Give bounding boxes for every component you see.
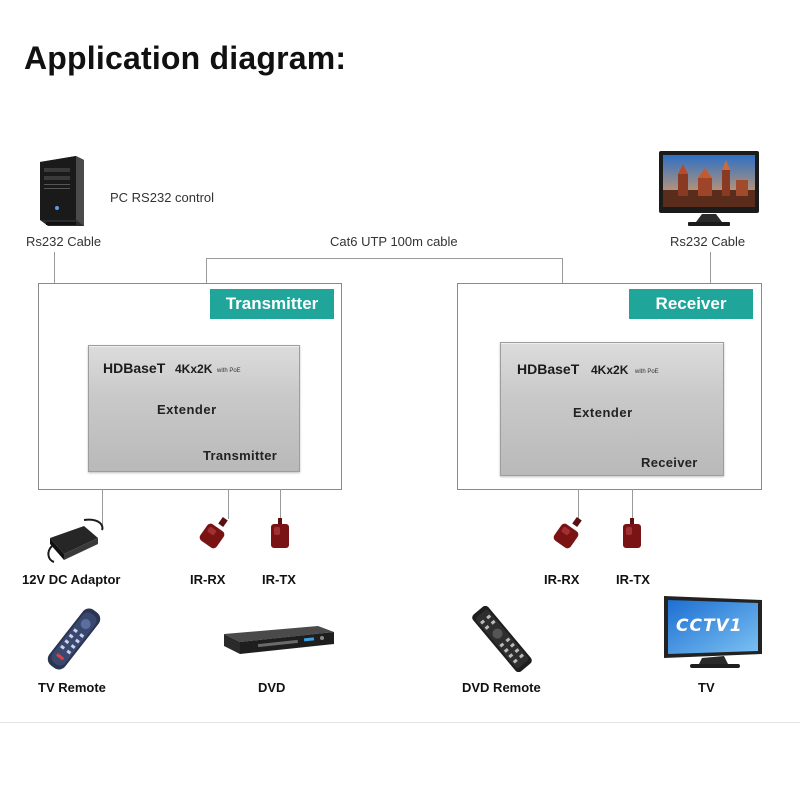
- cat6-line-horizontal: [206, 258, 563, 259]
- page-title: Application diagram:: [24, 40, 347, 76]
- rx-ir-tx-label: IR-TX: [616, 572, 650, 587]
- tv-remote-label: TV Remote: [38, 680, 106, 695]
- transmitter-extender: Extender: [157, 402, 217, 417]
- rx-ir-rx-label: IR-RX: [544, 572, 580, 587]
- tx-ir-tx-line: [280, 489, 281, 519]
- tx-ir-receiver-icon: [199, 517, 228, 549]
- dvd-label: DVD: [258, 680, 286, 695]
- receiver-poe: with PoE: [635, 369, 659, 375]
- tv-remote-icon: [47, 608, 101, 670]
- transmitter-brand: HDBaseT: [103, 360, 166, 376]
- tx-ir-rx-line: [228, 489, 229, 519]
- rx-ir-rx-line: [578, 489, 579, 519]
- rx-ir-tx-line: [632, 489, 633, 519]
- receiver-device: HDBaseT 4Kx2K with PoE Extender Receiver: [500, 342, 724, 476]
- dvd-remote-label: DVD Remote: [462, 680, 541, 695]
- tv-screen-logo: CCTV1: [676, 616, 743, 636]
- tv-label: TV: [698, 680, 715, 695]
- tv-icon: CCTV1: [662, 594, 766, 670]
- rs232-left-line: [54, 252, 55, 284]
- transmitter-role: Transmitter: [203, 448, 278, 463]
- bottom-divider: [0, 722, 800, 723]
- rx-ir-emitter-icon: [623, 518, 641, 548]
- cat6-line-left-drop: [206, 258, 207, 284]
- transmitter-device: HDBaseT 4Kx2K with PoE Extender Transmit…: [88, 345, 300, 472]
- receiver-brand: HDBaseT: [517, 361, 580, 377]
- receiver-extender: Extender: [573, 405, 633, 420]
- pc-control-label: PC RS232 control: [110, 190, 215, 205]
- tv-monitor-icon: [659, 151, 759, 226]
- adaptor-label: 12V DC Adaptor: [22, 572, 121, 587]
- transmitter-poe: with PoE: [217, 368, 241, 374]
- adaptor-line: [102, 489, 103, 527]
- receiver-resolution: 4Kx2K: [591, 363, 629, 377]
- tx-ir-rx-label: IR-RX: [190, 572, 226, 587]
- transmitter-resolution: 4Kx2K: [175, 362, 213, 376]
- tx-ir-emitter-icon: [271, 518, 289, 548]
- rs232-cable-left-label: Rs232 Cable: [26, 234, 102, 249]
- dvd-remote-icon: [472, 606, 532, 672]
- receiver-role: Receiver: [641, 455, 698, 470]
- pc-tower-icon: [40, 156, 84, 226]
- power-adaptor-icon: [47, 518, 104, 563]
- rs232-right-line: [710, 252, 711, 284]
- dvd-player-icon: [224, 626, 334, 654]
- receiver-tag: Receiver: [629, 289, 753, 319]
- tx-ir-tx-label: IR-TX: [262, 572, 296, 587]
- cat6-line-right-drop: [562, 258, 563, 284]
- transmitter-tag: Transmitter: [210, 289, 334, 319]
- rx-ir-receiver-icon: [553, 517, 582, 549]
- cat6-cable-label: Cat6 UTP 100m cable: [330, 234, 458, 249]
- rs232-cable-right-label: Rs232 Cable: [670, 234, 746, 249]
